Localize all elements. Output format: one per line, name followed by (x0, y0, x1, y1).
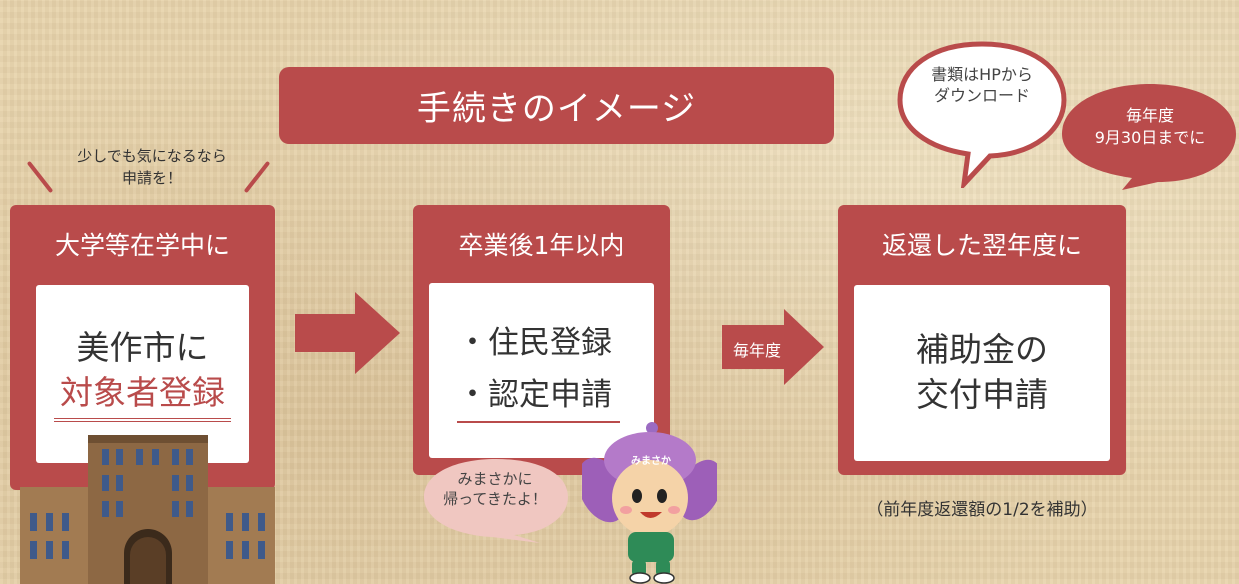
encourage-note-line1: 少しでも気になるなら (77, 147, 227, 165)
step1-card: 大学等在学中に 美作市に 対象者登録 (10, 205, 275, 490)
download-bubble-line2: ダウンロード (933, 85, 1030, 105)
step3-line1: 補助金の (916, 330, 1048, 370)
mascot-speech-bubble (424, 459, 568, 543)
step1-body: 美作市に 対象者登録 (36, 285, 249, 463)
download-bubble-line1: 書類はHPから (931, 65, 1033, 84)
download-bubble-text: 書類はHPから ダウンロード (900, 65, 1064, 107)
deadline-speech-bubble (1062, 84, 1236, 190)
step2-card: 卒業後1年以内 ・住民登録 ・認定申請 (413, 205, 670, 475)
step3-card: 返還した翌年度に 補助金の 交付申請 (838, 205, 1126, 475)
mimasaka-mascot-illustration (582, 422, 717, 584)
encourage-note: 少しでも気になるなら 申請を！ (52, 146, 252, 190)
arrow-label-every-year: 毎年度 (733, 341, 782, 360)
deadline-bubble-text: 毎年度 9月30日までに (1068, 105, 1232, 148)
step2-header: 卒業後1年以内 (458, 231, 625, 260)
step2-item-resident-registration: ・住民登録 (457, 325, 612, 362)
mascot-bubble-line1: みまさかに (457, 470, 533, 488)
deadline-bubble-line2: 9月30日までに (1094, 127, 1206, 147)
download-speech-bubble (897, 41, 1067, 188)
arrow-step1-to-step2 (295, 292, 400, 374)
mascot-bubble-line2: 帰ってきたよ！ (443, 489, 547, 508)
mascot-bubble-text: みまさかに 帰ってきたよ！ (420, 470, 570, 509)
step1-line1: 美作市に (76, 328, 209, 368)
step2-body: ・住民登録 ・認定申請 (429, 283, 654, 458)
mascot-name-badge: みまさか (631, 456, 671, 467)
encourage-note-line2: 申請を！ (121, 168, 182, 187)
page-title: 手続きのイメージ (279, 67, 834, 144)
step3-header: 返還した翌年度に (881, 231, 1082, 260)
step3-body: 補助金の 交付申請 (854, 285, 1110, 461)
step3-footnote: （前年度返還額の1/2を補助） (866, 500, 1098, 520)
university-building-illustration (20, 435, 275, 584)
deadline-bubble-line1: 毎年度 (1125, 106, 1174, 125)
step1-line2: 対象者登録 (54, 371, 231, 422)
step3-line2: 交付申請 (916, 375, 1048, 414)
arrow-step2-to-step3 (722, 309, 824, 385)
step1-header: 大学等在学中に (54, 231, 230, 260)
step2-item-certification-application: ・認定申請 (457, 370, 620, 423)
